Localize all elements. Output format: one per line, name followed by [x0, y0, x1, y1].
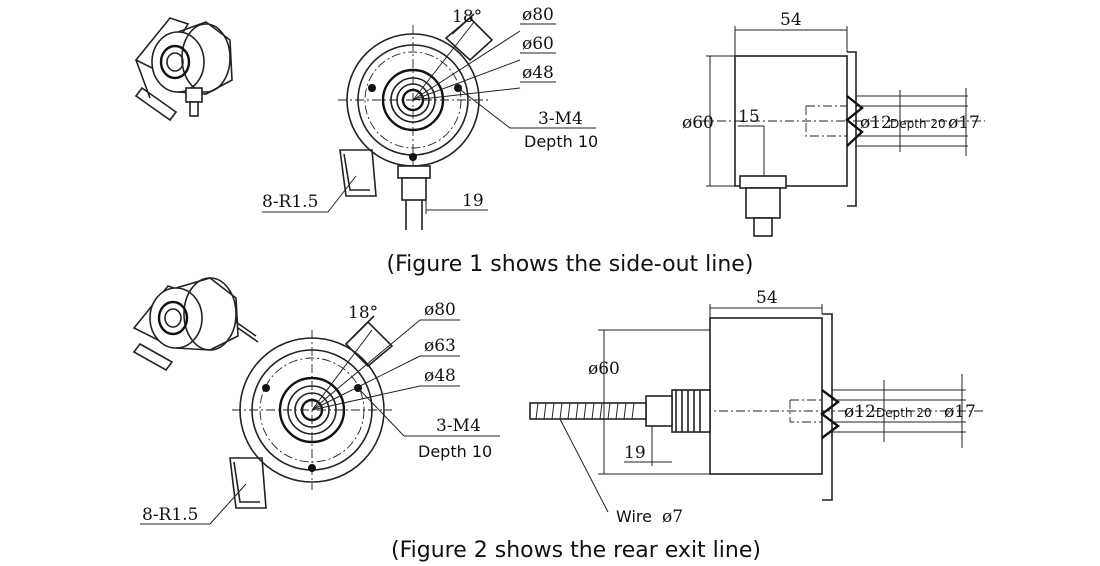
figure2-length-label: 54 — [756, 288, 778, 308]
figure2-wire-label: Wire — [616, 507, 652, 526]
figure2-isometric-view — [132, 277, 259, 372]
figure2-dim19-label: 19 — [624, 443, 646, 463]
figure2-front-view — [140, 315, 500, 525]
figure1-length-label: 54 — [780, 10, 802, 30]
figure2-d80-label: ø80 — [424, 300, 456, 320]
figure2-d48-label: ø48 — [424, 366, 456, 386]
figure2-side-view — [529, 304, 985, 513]
figure1-d80-label: ø80 — [522, 5, 554, 25]
figure1-outer-label: ø17 — [948, 113, 980, 133]
figure1-angle-label: 18° — [452, 7, 482, 27]
figure1-dim15-label: 15 — [738, 107, 760, 127]
figure1-front-view — [262, 13, 596, 230]
figure1-bore-label: ø12 — [860, 113, 892, 133]
figure1-side-view — [700, 26, 985, 237]
figure1-body-dia-label: ø60 — [682, 113, 714, 133]
figure1-hole-depth-label: Depth 10 — [524, 132, 598, 151]
figure1-d60-label: ø60 — [522, 34, 554, 54]
figure2-caption: (Figure 2 shows the rear exit line) — [391, 538, 761, 563]
figure2-d63-label: ø63 — [424, 336, 456, 356]
figure1-bore-depth-label: Depth 20 — [890, 117, 946, 131]
figure2-hole-depth-label: Depth 10 — [418, 442, 492, 461]
figure2-holes-label: 3-M4 — [436, 416, 481, 436]
figure2-outer-label: ø17 — [944, 402, 976, 422]
figure1-caption: (Figure 1 shows the side-out line) — [387, 252, 754, 277]
figure2-radius-label: 8-R1.5 — [142, 505, 198, 525]
figure2-bore-label: ø12 — [844, 402, 876, 422]
figure1-isometric-view — [134, 17, 233, 122]
figure1-d48-label: ø48 — [522, 63, 554, 83]
figure2-body-dia-label: ø60 — [588, 359, 620, 379]
figure2-wire-dia-label: ø7 — [662, 507, 683, 527]
figure1-holes-label: 3-M4 — [538, 109, 583, 129]
figure1-radius-label: 8-R1.5 — [262, 192, 318, 212]
figure2-bore-depth-label: Depth 20 — [876, 406, 932, 420]
figure1-dim19-label: 19 — [462, 191, 484, 211]
figure2-angle-label: 18° — [348, 303, 378, 323]
